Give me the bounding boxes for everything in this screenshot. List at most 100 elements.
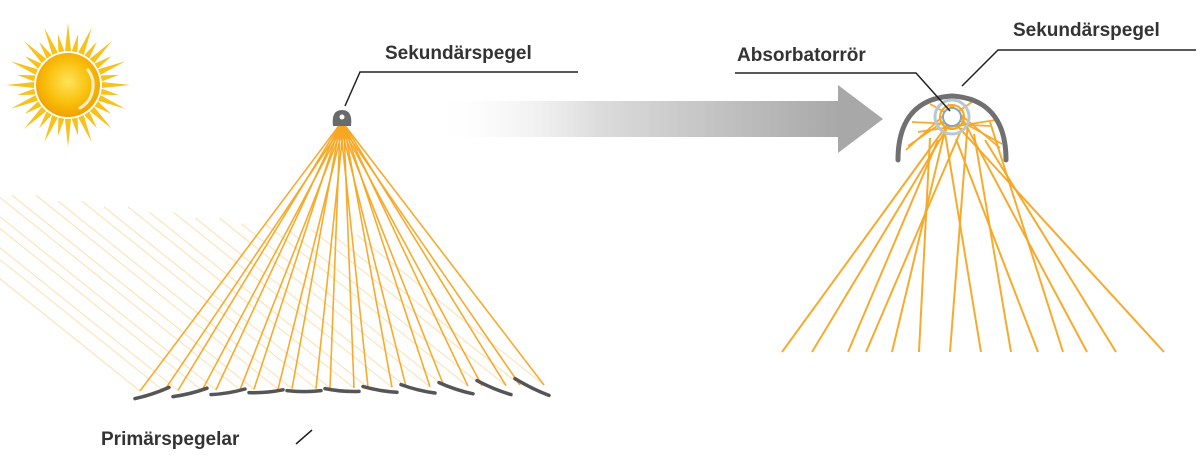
- sun-ray: [24, 56, 42, 69]
- incoming-ray: [103, 206, 331, 389]
- concentrated-ray: [984, 139, 1117, 353]
- reflected-ray: [343, 123, 355, 389]
- incoming-ray: [0, 227, 203, 391]
- arrow-right-icon: [430, 85, 883, 153]
- concentrated-ray: [949, 119, 969, 353]
- sun-ray: [24, 106, 47, 129]
- concentrated-ray: [973, 133, 1012, 353]
- reflected-ray: [215, 123, 341, 391]
- reflected-ray: [239, 123, 345, 391]
- leader-line-primary: [295, 429, 313, 445]
- reflected-ray: [291, 123, 341, 389]
- reflected-ray: [339, 123, 369, 388]
- incoming-ray: [57, 200, 293, 389]
- primary-mirror: [171, 386, 209, 399]
- sun-ray: [6, 81, 35, 89]
- reflected-ray: [339, 123, 521, 386]
- label-secondary-mirror-left: Sekundärspegel: [385, 43, 532, 64]
- incoming-ray: [286, 228, 483, 386]
- sun-ray: [78, 27, 92, 55]
- incoming-sun-rays: [0, 195, 545, 392]
- reflected-ray: [329, 123, 341, 389]
- sun-ray: [94, 101, 112, 114]
- concentrated-ray: [781, 131, 943, 353]
- sun-ray: [39, 111, 52, 129]
- sun-ray: [64, 23, 72, 52]
- concentrated-ray: [847, 139, 939, 353]
- sun-disc: [36, 53, 100, 117]
- sun-ray: [98, 61, 126, 75]
- incoming-ray: [195, 217, 407, 388]
- incoming-ray: [0, 258, 165, 392]
- sun-ray: [16, 88, 36, 96]
- sun-ray: [10, 61, 38, 75]
- sun-icon: [6, 23, 130, 147]
- incoming-ray: [356, 234, 545, 386]
- leader-line-absorber: [735, 72, 951, 112]
- reflected-ray: [339, 123, 407, 387]
- label-absorber-tube: Absorbatorrör: [737, 45, 866, 66]
- primary-mirror: [323, 386, 361, 394]
- concentrated-ray: [918, 137, 931, 353]
- reflected-ray: [177, 123, 341, 391]
- primary-mirrors: [133, 376, 551, 401]
- primary-mirror: [361, 384, 399, 394]
- incoming-ray: [0, 247, 179, 391]
- sun-ray: [24, 101, 42, 114]
- reflected-ray: [343, 123, 545, 386]
- sun-ray: [78, 115, 92, 143]
- primary-mirror: [247, 388, 285, 395]
- incoming-ray: [0, 216, 217, 391]
- sun-ray: [101, 81, 130, 89]
- primary-mirror: [133, 385, 171, 401]
- sun-ray: [57, 117, 65, 137]
- primary-mirror: [285, 388, 323, 394]
- concentrated-rays: [781, 101, 1165, 353]
- concentrated-ray: [959, 113, 1088, 353]
- label-primary-mirrors: Primärspegelar: [101, 429, 240, 450]
- sun-ray: [100, 74, 120, 82]
- sun-ray: [44, 27, 58, 55]
- sun-ray: [16, 74, 36, 82]
- secondary-mirror-dome: [895, 93, 1009, 163]
- concentrated-ray: [891, 117, 949, 353]
- incoming-ray: [332, 234, 521, 386]
- primary-mirror: [437, 380, 475, 396]
- concentrated-ray: [951, 119, 1165, 353]
- reflected-ray: [139, 123, 341, 392]
- incoming-ray: [310, 228, 507, 386]
- primary-mirror: [399, 382, 437, 395]
- reflected-ray: [339, 123, 445, 387]
- sun-ray: [98, 95, 126, 109]
- primary-mirror: [513, 376, 551, 398]
- sun-ray: [71, 33, 79, 53]
- incoming-ray: [127, 206, 355, 389]
- incoming-ray: [11, 195, 255, 390]
- sun-ray: [39, 41, 52, 59]
- label-secondary-mirror-right: Sekundärspegel: [1013, 20, 1160, 41]
- incoming-ray: [0, 278, 141, 392]
- sun-ray: [24, 41, 47, 64]
- sun-ray: [64, 118, 72, 147]
- sun-ray: [71, 117, 79, 137]
- sun-ray: [89, 41, 112, 64]
- primary-mirror: [475, 378, 513, 397]
- sun-ray: [84, 111, 97, 129]
- sun-ray: [10, 95, 38, 109]
- sun-ray: [57, 33, 65, 53]
- reflected-ray: [343, 123, 469, 387]
- reflected-ray: [253, 123, 341, 390]
- leader-line-secondary-right: [961, 49, 1196, 87]
- absorber-tube: [933, 98, 971, 136]
- concentrated-ray: [943, 126, 982, 353]
- incoming-ray: [81, 200, 317, 389]
- incoming-ray: [240, 223, 445, 387]
- secondary-mirror-small: [332, 110, 352, 126]
- incoming-ray: [35, 195, 279, 390]
- sun-ray: [84, 41, 97, 59]
- reflected-rays: [139, 123, 545, 392]
- sun-rays: [6, 23, 130, 147]
- concentrated-ray: [865, 127, 963, 353]
- sun-ray: [94, 56, 112, 69]
